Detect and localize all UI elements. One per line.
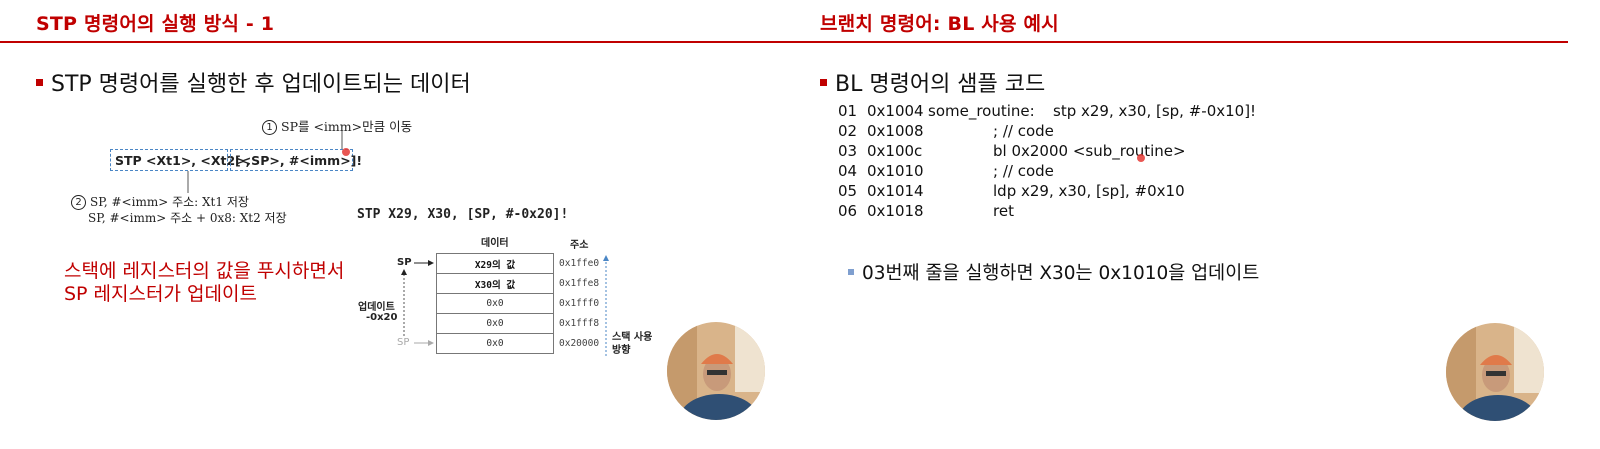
right-sub-bullet-text: 03번째 줄을 실행하면 X30는 0x1010을 업데이트	[862, 263, 1260, 284]
red-description-line1: 스택에 레지스터의 값을 푸시하면서	[64, 260, 345, 282]
code-line-instruction: bl 0x2000 <sub_routine>	[993, 142, 1186, 160]
annotation-2-text-1: SP, #<imm> 주소: Xt1 저장	[90, 195, 249, 209]
old-sp-pointer-label: SP	[397, 337, 410, 348]
left-bullet-text: STP 명령어를 실행한 후 업데이트되는 데이터	[51, 72, 471, 97]
code-line-number: 05	[838, 182, 858, 200]
presenter-avatar-icon	[667, 322, 765, 420]
syntax-box-address: [<SP>, #<imm>]!	[230, 149, 362, 171]
right-sub-bullet: 03번째 줄을 실행하면 X30는 0x1010을 업데이트	[848, 259, 1259, 285]
code-line-number: 03	[838, 142, 858, 160]
annotation-2-line2: SP, #<imm> 주소 + 0x8: Xt2 저장	[88, 211, 287, 225]
left-slide: STP 명령어의 실행 방식 - 1 STP 명령어를 실행한 후 업데이트되는…	[0, 13, 800, 420]
stack-arrows	[401, 255, 609, 356]
left-connector-lines	[187, 131, 343, 193]
code-line-address: 0x1010	[867, 162, 924, 180]
stack-table: X29의 값 X30의 값 0x0 0x0 0x0	[436, 253, 554, 354]
presenter-avatar-icon	[1446, 323, 1544, 421]
sub-bullet-square-icon	[848, 269, 854, 275]
code-line-address: 0x1018	[867, 202, 924, 220]
code-line-instruction: ; // code	[993, 162, 1054, 180]
example-instruction: STP X29, X30, [SP, #-0x20]!	[357, 207, 569, 222]
cursor-dot-icon	[1137, 154, 1145, 162]
code-line-address: 0x1014	[867, 182, 924, 200]
stack-address: 0x1fff0	[559, 298, 600, 309]
stack-address: 0x1fff8	[559, 318, 600, 329]
code-line-address: 0x100c	[867, 142, 923, 160]
right-bullet: BL 명령어의 샘플 코드	[820, 66, 1045, 98]
bullet-square-icon	[36, 79, 43, 86]
cursor-dot-icon	[342, 148, 350, 156]
right-slide-title: 브랜치 명령어: BL 사용 예시	[820, 13, 1059, 35]
code-line-number: 04	[838, 162, 858, 180]
annotation-1: 1 SP를 <imm>만큼 이동	[262, 116, 412, 135]
stack-cell-data: 0x0	[436, 333, 554, 354]
annotation-1-text: SP를 <imm>만큼 이동	[281, 119, 413, 134]
code-line-number: 02	[838, 122, 858, 140]
code-line-instruction: ; // code	[993, 122, 1054, 140]
stack-address: 0x20000	[559, 338, 600, 349]
code-line-instruction: ret	[993, 202, 1014, 220]
step-number-1: 1	[262, 120, 277, 135]
code-line-number: 06	[838, 202, 858, 220]
left-title-divider	[0, 41, 800, 43]
stack-address: 0x1ffe8	[559, 278, 600, 289]
code-line-label: some_routine:	[928, 102, 1035, 120]
code-line-address: 0x1008	[867, 122, 924, 140]
direction-label-line1: 스택 사용	[612, 332, 653, 343]
syntax-box-registers: STP <Xt1>, <Xt2>,	[110, 149, 250, 171]
step-number-2: 2	[71, 195, 86, 210]
stack-row: 0x0	[436, 333, 554, 354]
left-slide-title: STP 명령어의 실행 방식 - 1	[36, 13, 275, 35]
code-line-instruction: ldp x29, x30, [sp], #0x10	[993, 182, 1185, 200]
sp-pointer-label: SP	[397, 257, 412, 268]
right-slide: 브랜치 명령어: BL 사용 예시 BL 명령어의 샘플 코드	[784, 0, 1600, 449]
stack-header-data: 데이터	[481, 238, 509, 249]
syntax-part1: STP <Xt1>, <Xt2>,	[115, 153, 251, 168]
annotation-2-line1: 2 SP, #<imm> 주소: Xt1 저장	[71, 193, 249, 210]
stack-header-address: 주소	[570, 240, 589, 251]
update-label-line1: 업데이트	[358, 302, 395, 313]
code-line-instruction: stp x29, x30, [sp, #-0x10]!	[1053, 102, 1257, 120]
right-title-divider	[784, 41, 1568, 43]
code-line-number: 01	[838, 102, 858, 120]
bullet-square-icon	[820, 79, 827, 86]
update-label-line2: -0x20	[366, 312, 398, 323]
left-bullet: STP 명령어를 실행한 후 업데이트되는 데이터	[36, 66, 471, 98]
stack-address: 0x1ffe0	[559, 258, 600, 269]
right-bullet-text: BL 명령어의 샘플 코드	[835, 72, 1046, 97]
syntax-part2: [<SP>, #<imm>]!	[235, 153, 363, 168]
direction-label-line2: 방향	[612, 345, 631, 356]
red-description-line2: SP 레지스터가 업데이트	[64, 283, 257, 305]
code-line-address: 0x1004	[867, 102, 924, 120]
